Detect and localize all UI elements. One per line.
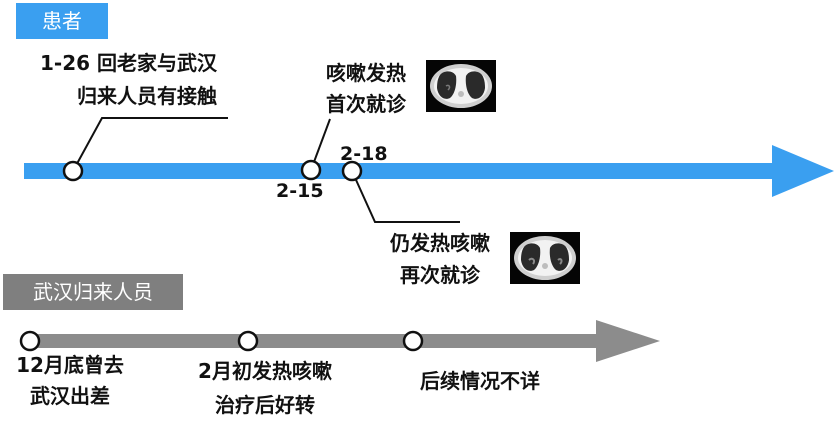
wuhan-marker-2	[237, 330, 259, 352]
event-date-2-18: 2-18	[340, 143, 388, 165]
ct-scan-icon	[426, 60, 496, 112]
wuhan-marker-3	[402, 330, 424, 352]
wuhan-marker-1	[19, 330, 41, 352]
event-2-15-line1: 咳嗽发热	[326, 61, 406, 85]
event-text-1-26: 回老家与武汉	[97, 51, 218, 75]
wuhan-event-1-line1: 12月底曾去	[16, 353, 124, 377]
patient-axis-bar	[24, 163, 776, 179]
wuhan-event-2-line1: 2月初发热咳嗽	[198, 359, 332, 383]
patient-marker-2-15	[300, 159, 322, 181]
leader-line-2-18	[351, 170, 460, 223]
event-2-18-line2: 再次就诊	[400, 263, 480, 287]
patient-marker-1-26	[62, 160, 84, 182]
ct-scan-icon	[510, 232, 580, 284]
event-2-15-line2: 首次就诊	[326, 92, 406, 116]
wuhan-event-1-line2: 武汉出差	[30, 384, 110, 408]
wuhan-event-2-line2: 治疗后好转	[215, 393, 315, 417]
event-2-18-line1: 仍发热咳嗽	[390, 231, 490, 255]
event-1-26-line2: 归来人员有接触	[77, 84, 217, 108]
event-1-26-line1: 1-26 回老家与武汉	[40, 48, 217, 78]
patient-tag: 患者	[16, 3, 108, 39]
leader-line-1-26	[72, 117, 228, 172]
event-date-2-15: 2-15	[276, 180, 324, 202]
patient-marker-2-18	[341, 160, 363, 182]
wuhan-returnee-tag: 武汉归来人员	[3, 274, 183, 310]
patient-axis-arrow	[772, 145, 834, 197]
wuhan-event-3-line1: 后续情况不详	[420, 369, 540, 393]
event-date-1-26: 1-26	[40, 51, 91, 75]
wuhan-axis-bar	[30, 334, 602, 348]
wuhan-axis-arrow	[596, 320, 660, 362]
